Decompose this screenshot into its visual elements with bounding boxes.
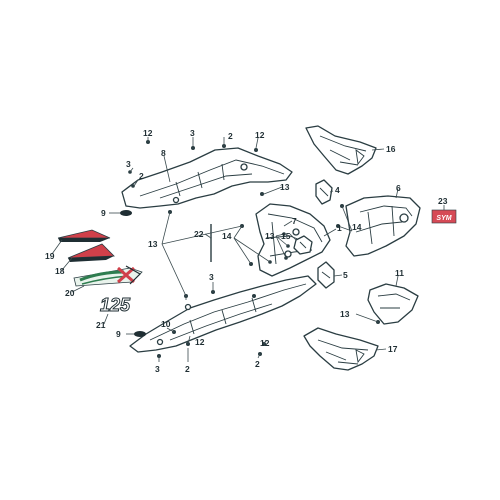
callout-3: 3 xyxy=(190,128,195,138)
callout-3: 3 xyxy=(209,272,214,282)
part-4-clip xyxy=(315,179,333,205)
callout-8: 8 xyxy=(161,148,166,158)
callout-13: 13 xyxy=(340,309,350,319)
callout-13: 13 xyxy=(280,182,290,192)
part-18-red-decal xyxy=(67,243,115,262)
callout-18: 18 xyxy=(55,266,65,276)
callout-3: 3 xyxy=(126,159,131,169)
part-16-upper-side-cover xyxy=(305,125,377,175)
part-11-lower-tail-piece xyxy=(367,283,419,325)
part-15-bracket xyxy=(293,235,313,255)
callout-2: 2 xyxy=(255,359,260,369)
callout-12: 12 xyxy=(260,338,270,348)
part-9-grommet-upper xyxy=(120,210,132,216)
callout-15: 15 xyxy=(281,231,291,241)
callout-21: 21 xyxy=(96,320,106,330)
part-5-fastener-piece xyxy=(317,261,335,289)
callout-1: 1 xyxy=(337,223,342,233)
callout-14: 14 xyxy=(222,231,232,241)
callout-19: 19 xyxy=(45,251,55,261)
callout-9: 9 xyxy=(116,329,121,339)
callout-11: 11 xyxy=(395,268,404,278)
part-17-lower-side-cover xyxy=(303,327,379,371)
part-20-logo-decal xyxy=(73,265,143,287)
callout-5: 5 xyxy=(343,270,348,280)
leader-lines xyxy=(51,137,445,362)
callout-numbers: 12 3 2 12 8 3 2 9 13 7 16 4 6 23 22 14 1… xyxy=(45,128,448,374)
callout-13: 13 xyxy=(148,239,158,249)
callout-16: 16 xyxy=(386,144,396,154)
part-19-red-decal xyxy=(57,229,111,242)
callout-2: 2 xyxy=(185,364,190,374)
callout-2: 2 xyxy=(228,131,233,141)
callout-22: 22 xyxy=(194,229,204,239)
callout-23: 23 xyxy=(438,196,448,206)
callout-17: 17 xyxy=(388,344,398,354)
callout-13: 13 xyxy=(265,231,275,241)
callout-7: 7 xyxy=(292,216,297,226)
callout-3: 3 xyxy=(155,364,160,374)
part-6-tail-light xyxy=(345,195,421,257)
model-number-text: 125 xyxy=(100,295,131,315)
callout-9: 9 xyxy=(101,208,106,218)
part-21-model-decal: 125 xyxy=(100,295,132,316)
callout-12: 12 xyxy=(195,337,205,347)
callout-4: 4 xyxy=(335,185,340,195)
badge-text: SYM xyxy=(436,215,451,222)
callout-2: 2 xyxy=(139,171,144,181)
callout-10: 10 xyxy=(161,319,171,329)
callout-12: 12 xyxy=(143,128,153,138)
callout-20: 20 xyxy=(65,288,75,298)
callout-6: 6 xyxy=(396,183,401,193)
part-8-upper-frame-rail xyxy=(121,147,293,209)
part-10-lower-frame-rail xyxy=(129,275,317,353)
part-9-grommet-lower xyxy=(134,331,146,337)
callout-14: 14 xyxy=(352,222,362,232)
callout-12: 12 xyxy=(255,130,265,140)
part-23-badge: SYM xyxy=(431,209,457,224)
